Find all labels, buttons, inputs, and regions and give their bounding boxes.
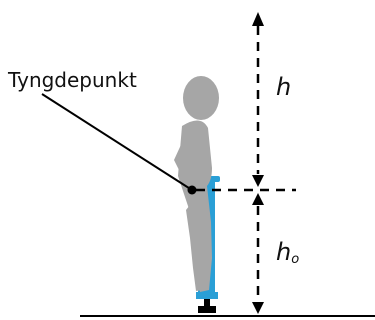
h0-bottom-arrowhead (252, 302, 264, 314)
center-of-gravity-dot (187, 185, 197, 195)
figure-head (183, 76, 219, 120)
person-figure (174, 76, 219, 292)
height-above-label: h (276, 73, 292, 101)
h-top-arrowhead (252, 12, 264, 26)
center-of-gravity-label: Tyngdepunkt (8, 68, 137, 92)
callout-leader-line (41, 93, 193, 191)
height-base-subscript: o (291, 252, 300, 267)
height-base-letter: h (276, 238, 292, 266)
height-base-label: ho (276, 240, 299, 266)
h-bottom-arrowhead (252, 175, 264, 187)
stilt-foot-peg (196, 292, 218, 299)
stilt-base (198, 306, 216, 313)
figure-arm (174, 136, 201, 182)
stilt-spring (204, 299, 210, 307)
figure-back-leg (186, 200, 204, 291)
h0-top-arrowhead (252, 193, 264, 205)
